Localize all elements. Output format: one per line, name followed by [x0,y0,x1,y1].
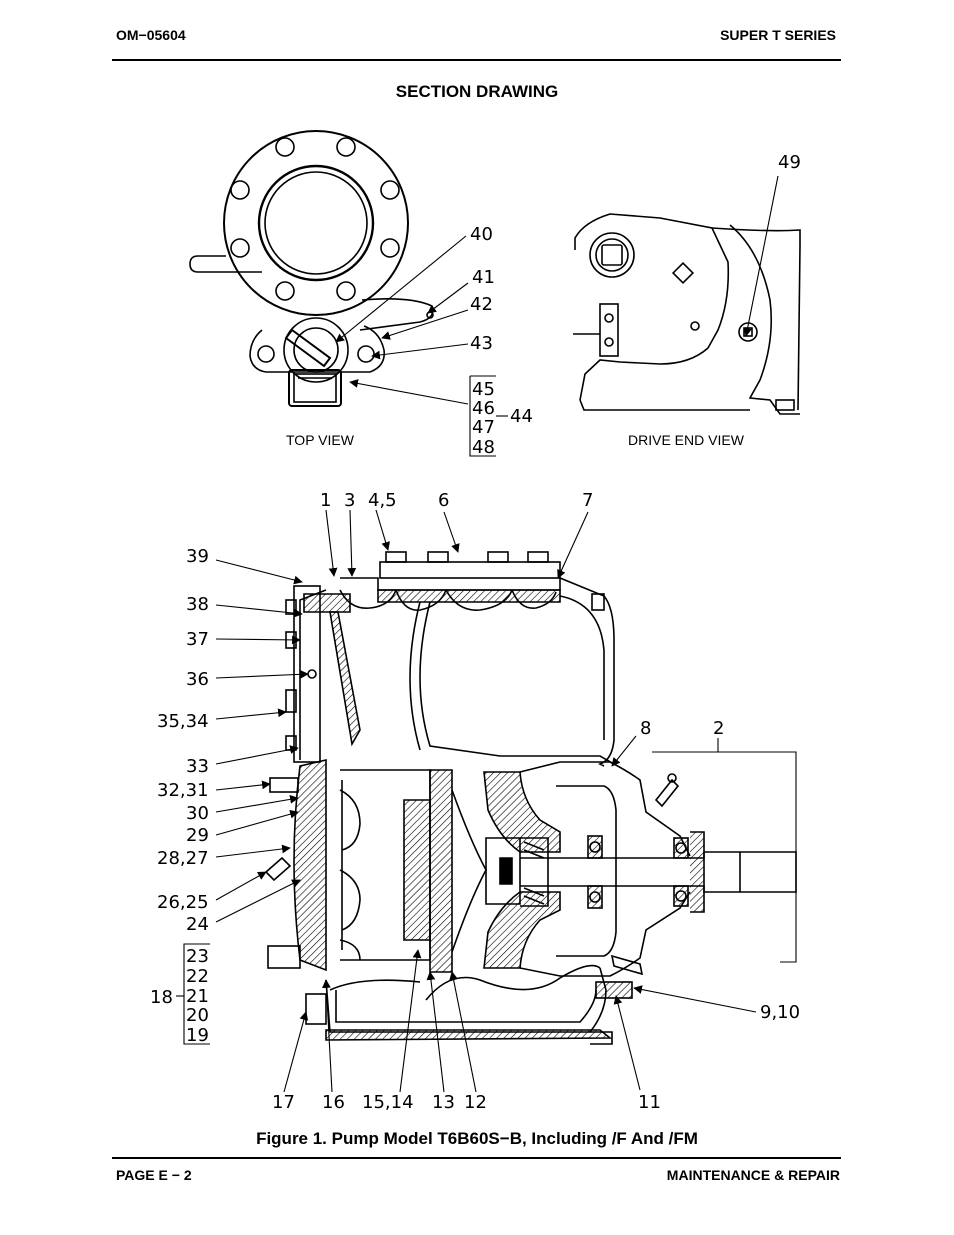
callout-45: 45 [472,379,495,400]
callout-42: 42 [470,294,493,315]
callout-33: 33 [186,756,209,777]
callout-35-34: 35,34 [157,711,209,732]
callout-32-31: 32,31 [157,780,209,801]
series-name: SUPER T SERIES [720,27,836,43]
callout-17: 17 [272,1092,295,1113]
section-name: MAINTENANCE & REPAIR [666,1167,840,1183]
drive-end-view-drawing [573,213,801,415]
callout-1: 1 [320,490,331,511]
page-number: PAGE E − 2 [116,1167,192,1183]
top-view-label: TOP VIEW [286,432,354,448]
callout-16: 16 [322,1092,345,1113]
callout-29: 29 [186,825,209,846]
callout-43: 43 [470,333,493,354]
callout-8: 8 [640,718,651,739]
callout-21: 21 [186,986,209,1007]
callout-23: 23 [186,946,209,967]
figure-caption: Figure 1. Pump Model T6B60S−B, Including… [256,1129,698,1148]
callout-9-10: 9,10 [760,1002,800,1023]
drive-end-view-label: DRIVE END VIEW [628,432,744,448]
section-title: SECTION DRAWING [395,82,559,101]
callout-26-25: 26,25 [157,892,209,913]
header-rule [112,59,841,61]
callout-40: 40 [470,224,493,245]
callout-36: 36 [186,669,209,690]
callout-30: 30 [186,803,209,824]
callout-15-14: 15,14 [362,1092,414,1113]
callout-46: 46 [472,398,495,419]
callout-44: 44 [510,406,533,427]
callout-19: 19 [186,1025,209,1046]
callout-4-5: 4,5 [368,490,397,511]
sectional-view-drawing [264,551,797,1045]
callout-labels: 40 41 42 43 45 46 47 48 44 49 1 3 4,5 6 … [150,152,801,1113]
top-view-drawing [189,130,434,407]
callout-20: 20 [186,1005,209,1026]
callout-39: 39 [186,546,209,567]
callout-24: 24 [186,914,209,935]
callout-41: 41 [472,267,495,288]
callout-6: 6 [438,490,449,511]
leader-lines [176,175,797,1093]
callout-12: 12 [464,1092,487,1113]
callout-18: 18 [150,987,173,1008]
callout-38: 38 [186,594,209,615]
callout-7: 7 [582,490,593,511]
callout-28-27: 28,27 [157,848,209,869]
callout-2: 2 [713,718,724,739]
callout-22: 22 [186,966,209,987]
callout-47: 47 [472,417,495,438]
callout-13: 13 [432,1092,455,1113]
footer-rule [112,1157,841,1159]
callout-37: 37 [186,629,209,650]
doc-number: OM−05604 [116,27,186,43]
callout-11: 11 [638,1092,661,1113]
callout-49: 49 [778,152,801,173]
callout-48: 48 [472,437,495,458]
callout-3: 3 [344,490,355,511]
